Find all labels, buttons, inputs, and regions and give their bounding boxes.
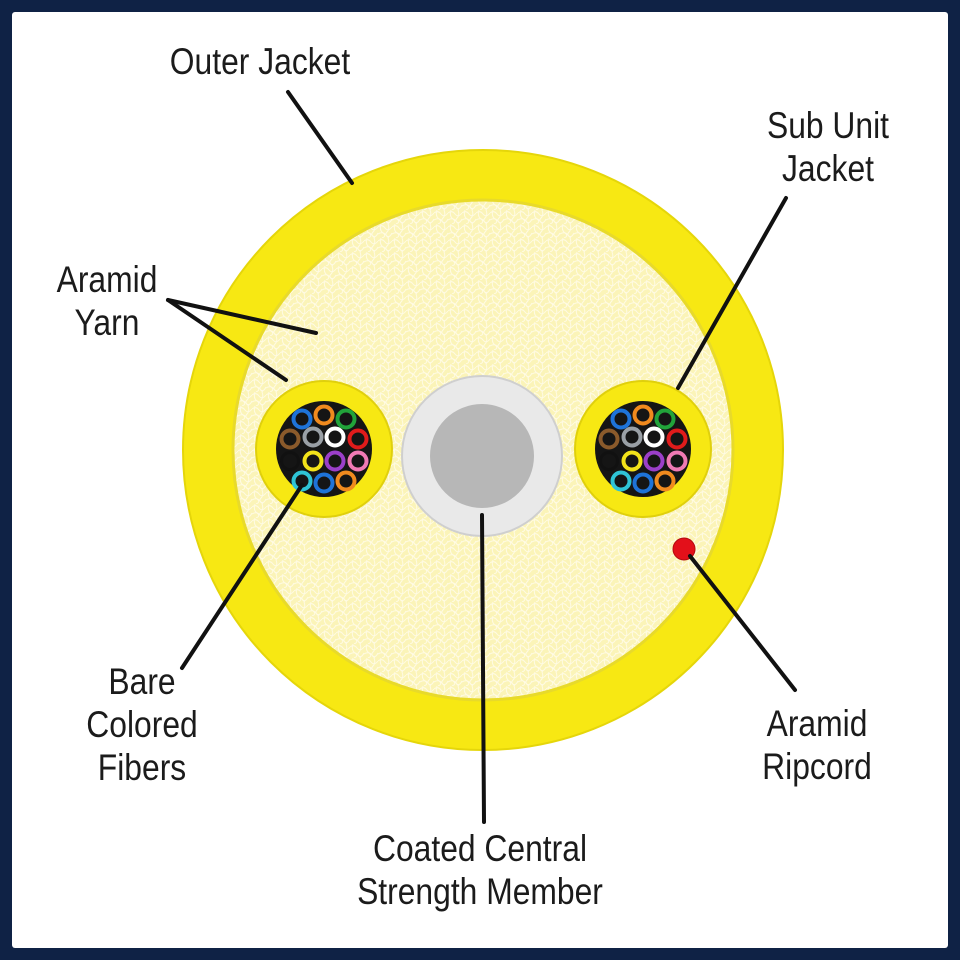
fiber-10 (324, 450, 346, 472)
diagram-frame: Outer Jacket Sub Unit Jacket Aramid Yarn… (12, 12, 948, 948)
fiber-11 (666, 450, 688, 472)
fiber-14 (654, 470, 676, 492)
fiber-5 (302, 426, 324, 448)
strength-member-core (430, 404, 534, 508)
label-coated-central-strength-member: Coated Central Strength Member (351, 827, 609, 913)
label-bare-colored-fibers-line-1: Bare (108, 661, 176, 702)
label-bare-colored-fibers: Bare Colored Fibers (73, 660, 211, 789)
fiber-6 (324, 426, 346, 448)
label-coated-central-strength-member-line-1: Coated Central (372, 828, 588, 869)
fiber-11 (347, 450, 369, 472)
fiber-2 (313, 404, 335, 426)
fiber-13 (632, 472, 654, 494)
label-bare-colored-fibers-line-2: Colored (86, 704, 198, 745)
fiber-8 (280, 451, 300, 471)
fiber-12 (291, 470, 313, 492)
fiber-3 (335, 408, 357, 430)
fiber-13 (313, 472, 335, 494)
label-sub-unit-jacket-line-2: Jacket (782, 148, 874, 189)
leader-line-aramid-yarn-1 (166, 298, 318, 335)
fiber-3 (654, 408, 676, 430)
fiber-8 (599, 451, 619, 471)
fiber-9 (302, 450, 324, 472)
label-bare-colored-fibers-line-3: Fibers (97, 747, 187, 788)
fiber-2 (632, 404, 654, 426)
fiber-12 (610, 470, 632, 492)
fiber-14 (335, 470, 357, 492)
leader-line-aramid-yarn-2 (166, 298, 288, 382)
fiber-1 (291, 408, 313, 430)
fiber-7 (666, 428, 688, 450)
label-aramid-ripcord-line-2: Ripcord (762, 746, 872, 787)
label-aramid-ripcord-line-1: Aramid (766, 703, 868, 744)
bare-colored-fibers-left (279, 404, 369, 494)
label-coated-central-strength-member-line-2: Strength Member (357, 871, 603, 912)
leader-line-aramid-ripcord (688, 554, 797, 692)
leader-line-outer-jacket (286, 90, 354, 185)
leader-line-sub-unit-jacket (676, 196, 788, 390)
label-aramid-yarn: Aramid Yarn (43, 258, 172, 344)
fiber-10 (643, 450, 665, 472)
label-aramid-yarn-line-1: Aramid (56, 259, 158, 300)
label-sub-unit-jacket: Sub Unit Jacket (742, 104, 914, 190)
fiber-5 (621, 426, 643, 448)
bare-colored-fibers-right (598, 404, 688, 494)
label-aramid-ripcord: Aramid Ripcord (744, 702, 890, 788)
label-aramid-yarn-line-2: Yarn (74, 302, 140, 343)
leader-line-central-strength-member (480, 513, 486, 824)
fiber-4 (279, 428, 301, 450)
fiber-7 (347, 428, 369, 450)
fiber-1 (610, 408, 632, 430)
label-sub-unit-jacket-line-1: Sub Unit (766, 105, 890, 146)
fiber-4 (598, 428, 620, 450)
fiber-9 (621, 450, 643, 472)
label-outer-jacket-line: Outer Jacket (169, 41, 351, 82)
cable-cross-section-diagram (166, 90, 797, 824)
label-outer-jacket: Outer Jacket (157, 40, 363, 83)
leader-line-bare-colored-fibers (180, 483, 304, 670)
fiber-6 (643, 426, 665, 448)
